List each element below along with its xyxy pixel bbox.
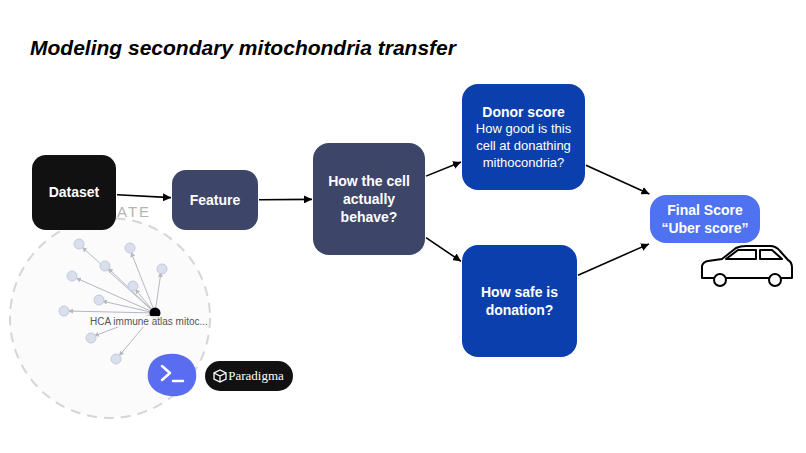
process-box: How the cell actually behave? (313, 143, 425, 255)
score-box: How safe is donation? (462, 245, 577, 357)
flow-arrow (426, 238, 461, 262)
graph-illustration (10, 218, 210, 418)
final-score-box: Final Score“Uber score” (650, 195, 760, 243)
process-box: Feature (172, 170, 258, 230)
car-icon (702, 246, 792, 286)
node-body: “Uber score” (661, 219, 748, 237)
logo-badge: Paradigma (205, 361, 293, 391)
node-heading: How the cell actually behave? (321, 172, 417, 227)
flow-arrow (578, 244, 649, 275)
node-heading: Final Score (667, 201, 742, 219)
flow-arrow (586, 165, 649, 194)
terminal-logo (148, 354, 197, 397)
flow-arrow (259, 199, 312, 201)
faded-label: ATE (117, 203, 151, 220)
title: Modeling secondary mitochondria transfer (30, 36, 456, 60)
node-heading: Dataset (49, 183, 100, 201)
graph-label: HCA immune atlas mitoc... (90, 316, 208, 327)
score-box: Donor scoreHow good is this cell at dona… (462, 84, 585, 190)
flow-arrow (117, 195, 171, 198)
cube-icon (213, 369, 227, 383)
node-heading: Feature (190, 191, 241, 209)
node-body: How good is this cell at donathing mitho… (470, 121, 577, 172)
node-heading: Donor score (482, 103, 564, 121)
node-heading: How safe is donation? (470, 283, 569, 319)
cube-outline (214, 370, 226, 382)
node-heading: Paradigma (214, 368, 284, 385)
flow-arrow (426, 162, 461, 176)
source-box: Dataset (32, 155, 116, 230)
